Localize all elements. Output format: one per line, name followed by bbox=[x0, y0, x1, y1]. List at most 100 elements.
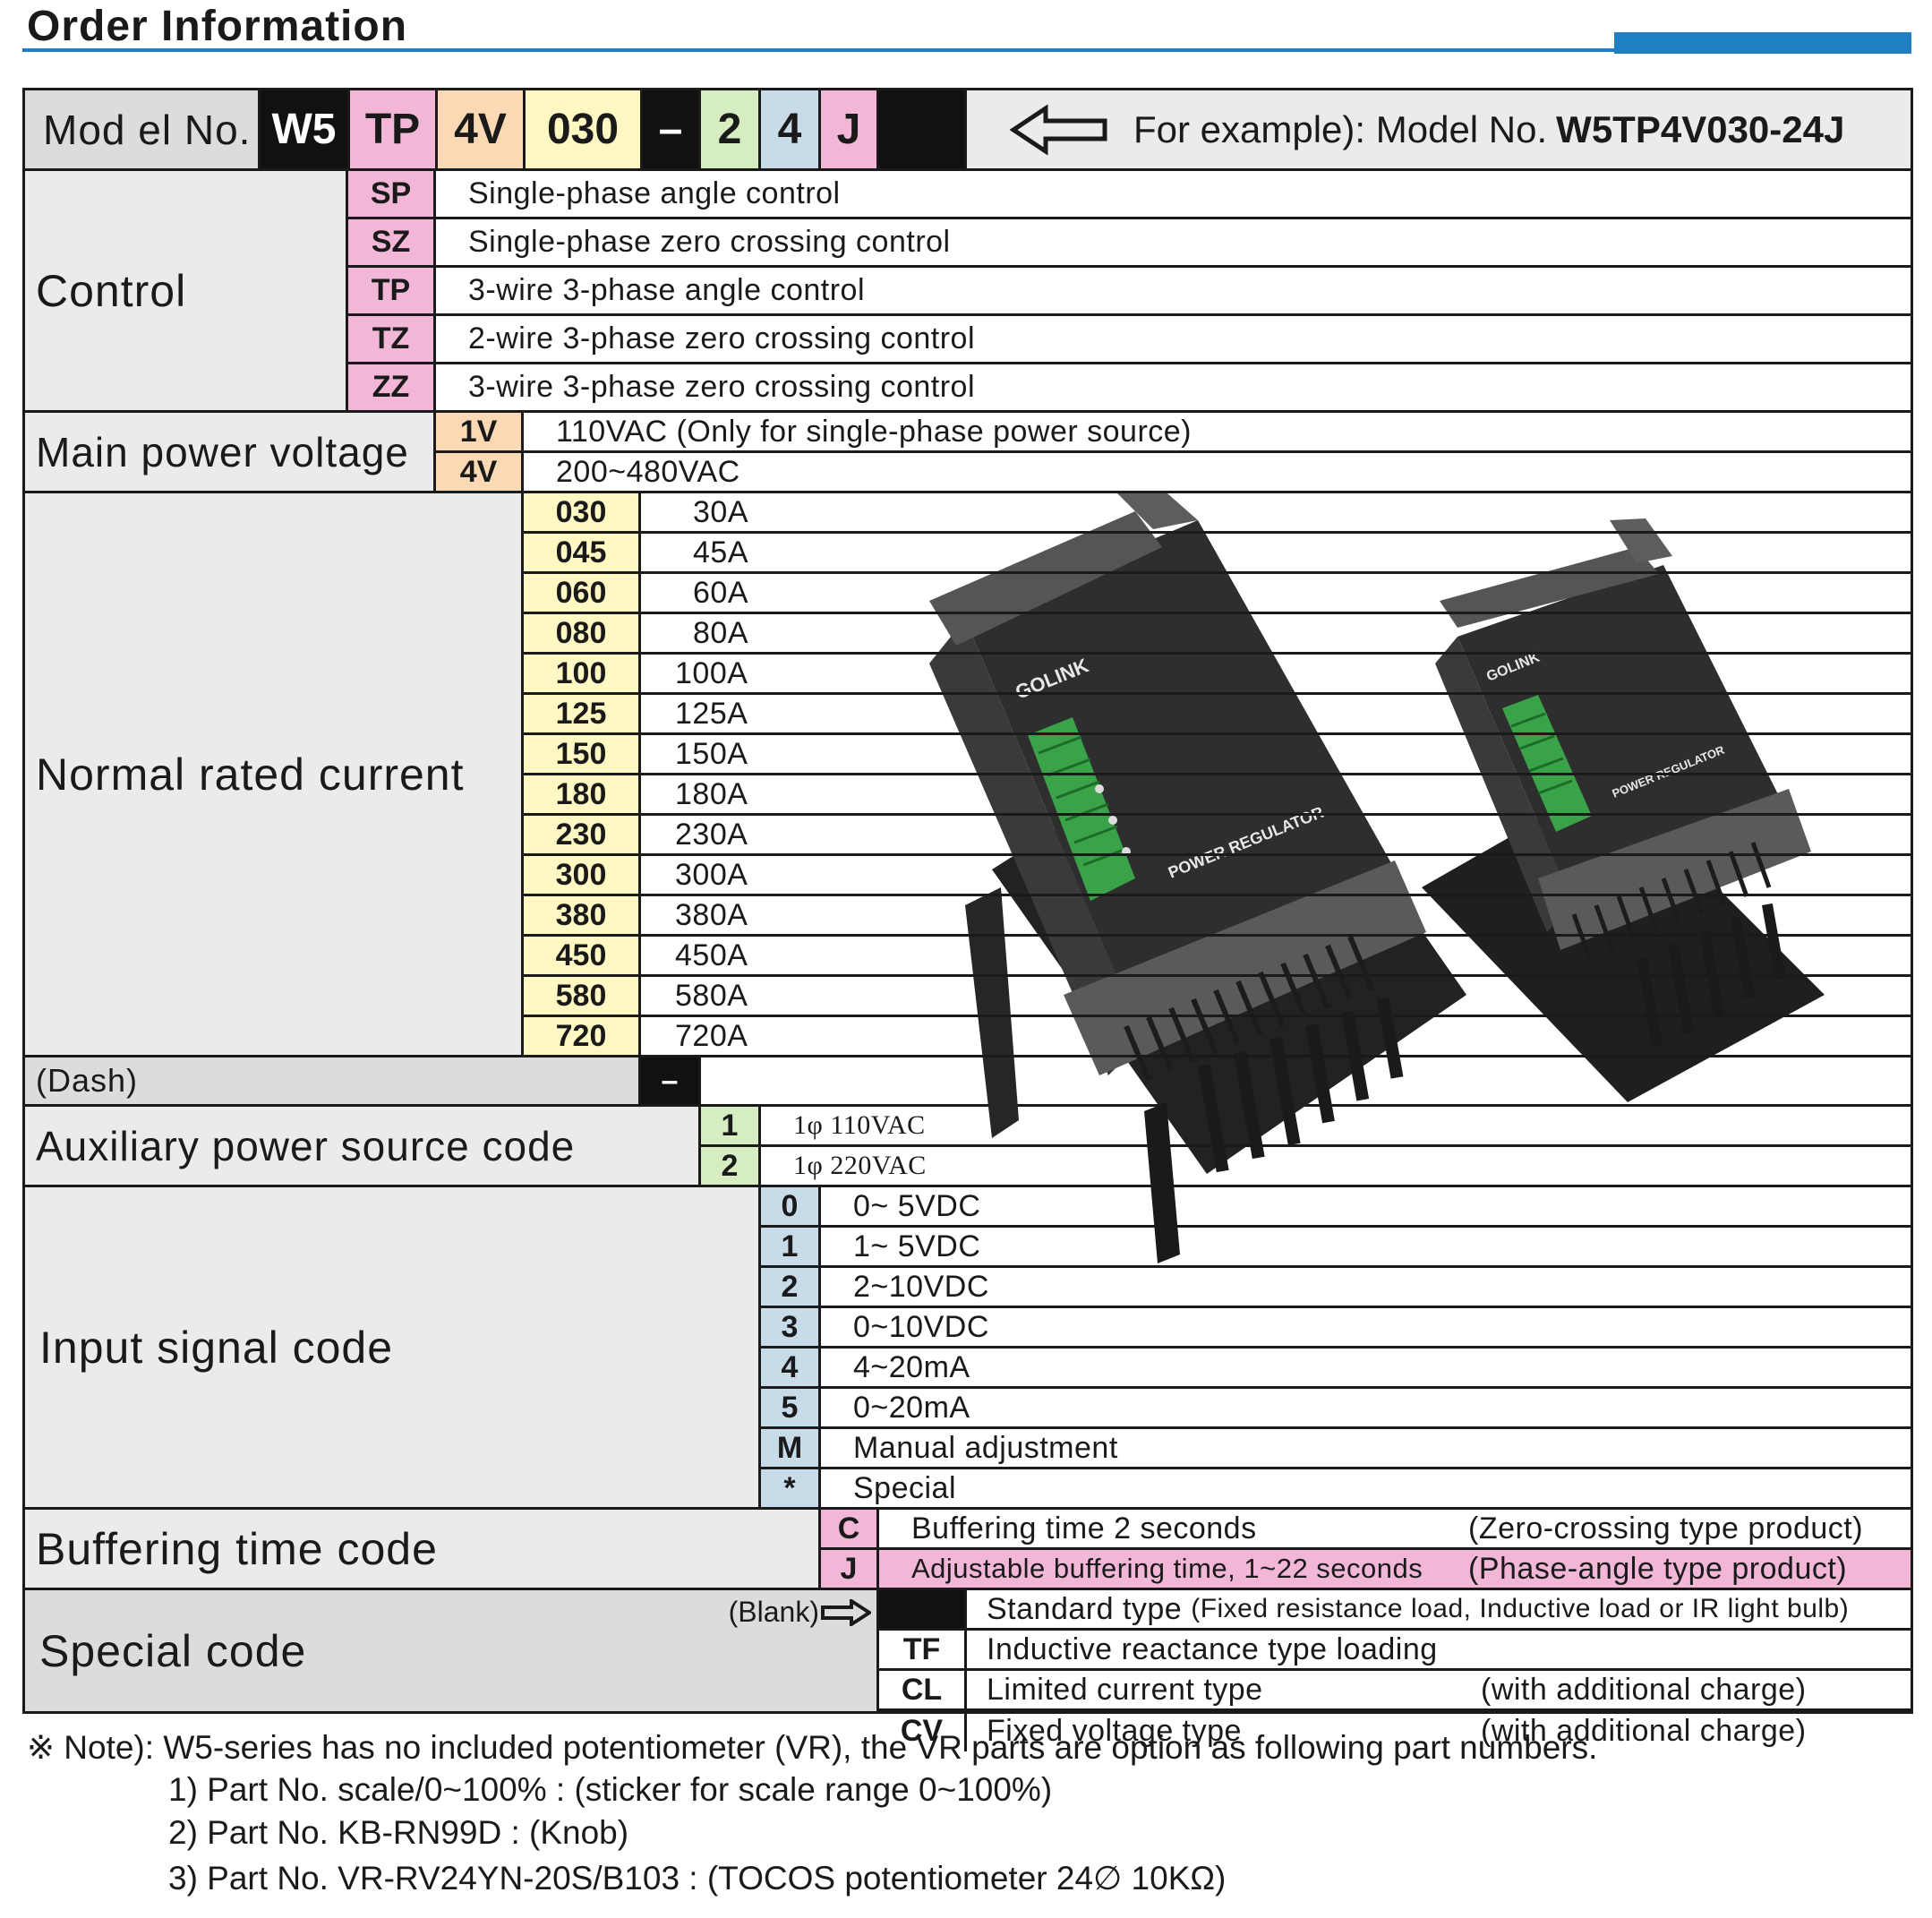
input-label: Input signal code bbox=[39, 1322, 394, 1373]
special-desc-1: Inductive reactance type loading bbox=[987, 1631, 1438, 1666]
special-row-1: Inductive reactance type loading bbox=[967, 1631, 1911, 1671]
current-row-code-11: 450 bbox=[524, 937, 641, 977]
current-row-desc-0: 30A bbox=[641, 493, 1911, 534]
special-label: Special code bbox=[39, 1625, 307, 1676]
example-prefix: For example): Model No. bbox=[1133, 107, 1548, 150]
input-row-code-7: * bbox=[761, 1469, 821, 1510]
note-line-3: 2) Part No. KB-RN99D : (Knob) bbox=[168, 1814, 629, 1851]
current-row-desc-7: 180A bbox=[641, 775, 1911, 816]
model-label-cell: Mod el No. bbox=[25, 90, 261, 171]
current-row-code-8: 230 bbox=[524, 816, 641, 856]
special-row-2: Limited current type (with additional cha… bbox=[967, 1671, 1911, 1711]
control-row-code-1: SZ bbox=[348, 219, 436, 268]
current-label: Normal rated current bbox=[36, 749, 465, 800]
buffer-row-code-1: J bbox=[821, 1550, 879, 1590]
dash-code: – bbox=[641, 1057, 701, 1107]
buffer-label-cell: Buffering time code bbox=[25, 1510, 821, 1590]
special-row-0: Standard type(Fixed resistance load, Ind… bbox=[967, 1590, 1911, 1631]
input-row-desc-4: 4~20mA bbox=[821, 1349, 1911, 1389]
buffer-row-code-0: C bbox=[821, 1510, 879, 1550]
special-note-2: (with additional charge) bbox=[1481, 1672, 1807, 1707]
special-row-3: Fixed voltage type (with additional charg… bbox=[967, 1711, 1911, 1751]
current-row-code-12: 580 bbox=[524, 977, 641, 1017]
special-label-cell: Special code (Blank) bbox=[25, 1590, 879, 1711]
control-row-code-4: ZZ bbox=[348, 364, 436, 413]
control-label-cell: Control bbox=[25, 171, 348, 413]
control-row-desc-3: 2-wire 3-phase zero crossing control bbox=[436, 316, 1911, 364]
small-power-regulator: GOLINK POWER REGULATOR bbox=[1422, 518, 1825, 1102]
current-row-code-3: 080 bbox=[524, 614, 641, 655]
input-row-desc-1: 1~ 5VDC bbox=[821, 1228, 1911, 1268]
current-row-desc-12: 580A bbox=[641, 977, 1911, 1017]
blank-indicator: (Blank) bbox=[729, 1596, 871, 1629]
code-input: 4 bbox=[761, 90, 821, 171]
input-row-desc-0: 0~ 5VDC bbox=[821, 1187, 1911, 1228]
model-label: Mod el No. bbox=[43, 106, 252, 153]
current-row-desc-3: 80A bbox=[641, 614, 1911, 655]
current-row-code-9: 300 bbox=[524, 856, 641, 896]
current-row-desc-13: 720A bbox=[641, 1017, 1911, 1057]
special-row-code-0 bbox=[879, 1590, 967, 1631]
input-row-code-5: 5 bbox=[761, 1389, 821, 1429]
example-model: W5TP4V030-24J bbox=[1556, 107, 1845, 150]
page-title: Order Information bbox=[27, 3, 408, 50]
aux-row-code-0: 1 bbox=[701, 1107, 761, 1147]
current-row-code-2: 060 bbox=[524, 574, 641, 614]
input-row-code-1: 1 bbox=[761, 1228, 821, 1268]
current-row-code-10: 380 bbox=[524, 896, 641, 937]
current-row-code-0: 030 bbox=[524, 493, 641, 534]
left-arrow-icon bbox=[1010, 104, 1107, 155]
aux-label: Auxiliary power source code bbox=[36, 1122, 576, 1169]
code-special bbox=[879, 90, 967, 171]
current-row-desc-11: 450A bbox=[641, 937, 1911, 977]
code-aux: 2 bbox=[701, 90, 761, 171]
special-note-3: (with additional charge) bbox=[1481, 1714, 1807, 1748]
current-row-code-4: 100 bbox=[524, 655, 641, 695]
aux-row-code-1: 2 bbox=[701, 1147, 761, 1187]
special-desc-2: Limited current type bbox=[987, 1672, 1263, 1707]
dash-label: (Dash) bbox=[36, 1062, 139, 1099]
input-row-code-0: 0 bbox=[761, 1187, 821, 1228]
special-row-code-2: CL bbox=[879, 1671, 967, 1711]
input-row-desc-2: 2~10VDC bbox=[821, 1268, 1911, 1308]
voltage-row-code-1: 4V bbox=[436, 453, 524, 493]
current-row-code-13: 720 bbox=[524, 1017, 641, 1057]
input-row-desc-3: 0~10VDC bbox=[821, 1308, 1911, 1349]
input-label-cell: Input signal code bbox=[25, 1187, 761, 1510]
input-row-desc-7: Special bbox=[821, 1469, 1911, 1510]
input-row-code-6: M bbox=[761, 1429, 821, 1469]
current-row-code-6: 150 bbox=[524, 735, 641, 775]
current-label-cell: Normal rated current bbox=[25, 493, 524, 1057]
example-cell: For example): Model No. W5TP4V030-24J bbox=[967, 90, 1911, 171]
code-control: TP bbox=[350, 90, 438, 171]
input-row-code-2: 2 bbox=[761, 1268, 821, 1308]
special-detail-0: (Fixed resistance load, Inductive load o… bbox=[1191, 1594, 1850, 1623]
code-voltage: 4V bbox=[438, 90, 526, 171]
title-accent-bar bbox=[1614, 32, 1911, 54]
control-row-code-3: TZ bbox=[348, 316, 436, 364]
control-row-code-2: TP bbox=[348, 268, 436, 316]
current-row-desc-6: 150A bbox=[641, 735, 1911, 775]
code-buffer: J bbox=[821, 90, 879, 171]
code-current: 030 bbox=[526, 90, 643, 171]
buffer-desc-1: Adjustable buffering time, 1~22 seconds bbox=[911, 1553, 1423, 1584]
special-row-code-3: CV bbox=[879, 1711, 967, 1751]
special-row-code-1: TF bbox=[879, 1631, 967, 1671]
current-row-desc-8: 230A bbox=[641, 816, 1911, 856]
current-row-code-1: 045 bbox=[524, 534, 641, 574]
aux-label-cell: Auxiliary power source code bbox=[25, 1107, 701, 1187]
product-photo: GOLINK POWER REGULATOR bbox=[929, 493, 1825, 1263]
current-row-code-5: 125 bbox=[524, 695, 641, 735]
note-line-4: 3) Part No. VR-RV24YN-20S/B103 : (TOCOS … bbox=[168, 1860, 1227, 1897]
aux-row-desc-0: 1φ 110VAC bbox=[761, 1107, 1911, 1147]
buffer-row-0: Buffering time 2 seconds(Zero-crossing t… bbox=[879, 1510, 1911, 1550]
control-row-desc-0: Single-phase angle control bbox=[436, 171, 1911, 219]
voltage-row-code-0: 1V bbox=[436, 413, 524, 453]
voltage-label-cell: Main power voltage bbox=[25, 413, 436, 493]
voltage-label: Main power voltage bbox=[36, 428, 409, 475]
buffer-note-1: (Phase-angle type product) bbox=[1468, 1551, 1848, 1586]
blank-label: (Blank) bbox=[728, 1596, 819, 1628]
special-desc-3: Fixed voltage type bbox=[987, 1714, 1242, 1748]
current-row-desc-4: 100A bbox=[641, 655, 1911, 695]
order-table: Mod el No. W5 TP 4V 030 – 2 4 J For exam… bbox=[22, 88, 1913, 1751]
